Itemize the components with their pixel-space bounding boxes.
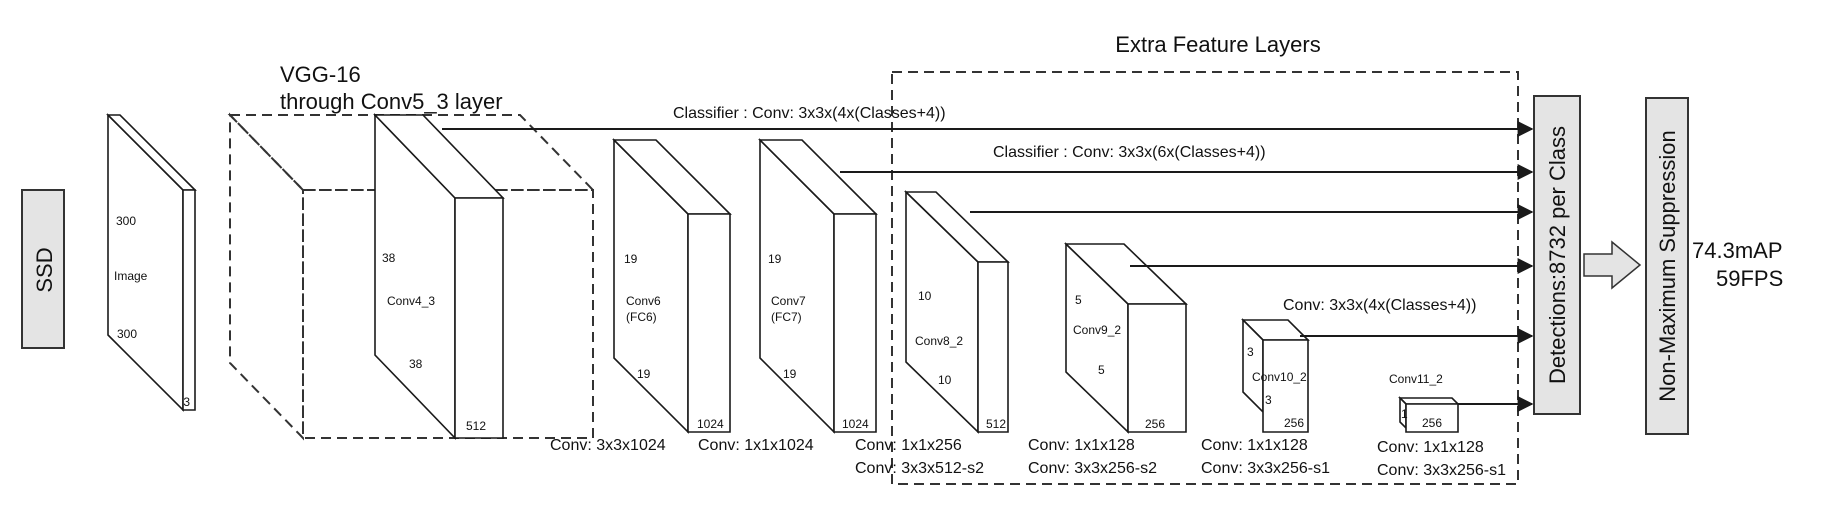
conv4-depth-label: 512 xyxy=(466,419,486,433)
ssd-label-panel: SSD xyxy=(21,189,65,349)
conv8-depth-label: 512 xyxy=(986,417,1006,431)
conv8-height-label: 10 xyxy=(918,289,932,303)
nms-panel: Non-Maximum Suppression xyxy=(1645,97,1689,435)
caption-conv10-line1: Conv: 1x1x128 xyxy=(1201,437,1308,454)
conv10-height-label: 3 xyxy=(1247,345,1254,359)
conv7-block: 19 Conv7 (FC7) 19 1024 xyxy=(758,138,878,434)
vgg16-title-line2: through Conv5_3 layer xyxy=(280,89,503,114)
classifier-label-2: Classifier : Conv: 3x3x(6x(Classes+4)) xyxy=(993,144,1266,161)
conv7-name-label: Conv7 xyxy=(771,294,806,308)
detection-arrows xyxy=(442,121,1534,412)
conv9-2-block: 5 Conv9_2 5 256 xyxy=(1064,242,1188,434)
caption-conv10-line2: Conv: 3x3x256-s1 xyxy=(1201,460,1330,477)
flow-arrow-icon xyxy=(1583,240,1642,290)
layer-captions: Conv: 3x3x1024 Conv: 1x1x1024 Conv: 1x1x… xyxy=(550,437,1506,479)
caption-conv8-line2: Conv: 3x3x512-s2 xyxy=(855,460,984,477)
image-name-label: Image xyxy=(114,269,148,283)
conv10-name-label: Conv10_2 xyxy=(1252,370,1307,384)
conv6-depth-label: 1024 xyxy=(697,417,724,431)
caption-conv9-line1: Conv: 1x1x128 xyxy=(1028,437,1135,454)
caption-conv11-line2: Conv: 3x3x256-s1 xyxy=(1377,462,1506,479)
classifier-label-1: Classifier : Conv: 3x3x(4x(Classes+4)) xyxy=(673,105,946,122)
conv9-width-label: 5 xyxy=(1098,363,1105,377)
conv7-height-label: 19 xyxy=(768,252,782,266)
conv7-name-sub-label: (FC7) xyxy=(771,310,802,324)
conv6-height-label: 19 xyxy=(624,252,638,266)
conv10-width-label: 3 xyxy=(1265,393,1272,407)
caption-conv6: Conv: 3x3x1024 xyxy=(550,437,666,454)
ssd-label: SSD xyxy=(32,247,57,292)
conv4-3-block: 38 Conv4_3 38 512 xyxy=(373,113,505,440)
extra-feature-layers-title: Extra Feature Layers xyxy=(1115,32,1320,57)
conv11-depth-label: 256 xyxy=(1422,416,1442,430)
conv9-name-label: Conv9_2 xyxy=(1073,323,1121,337)
caption-conv8-line1: Conv: 1x1x256 xyxy=(855,437,962,454)
classifier-label-3: Conv: 3x3x(4x(Classes+4)) xyxy=(1283,297,1476,314)
conv4-width-label: 38 xyxy=(409,357,423,371)
conv6-name-sub-label: (FC6) xyxy=(626,310,657,324)
image-block: 300 Image 300 3 xyxy=(106,113,197,412)
conv8-name-label: Conv8_2 xyxy=(915,334,963,348)
caption-conv9-line2: Conv: 3x3x256-s2 xyxy=(1028,460,1157,477)
extra-feature-layers-box: Extra Feature Layers xyxy=(891,32,1519,485)
detections-label: Detections:8732 per Class xyxy=(1545,126,1570,384)
conv9-height-label: 5 xyxy=(1075,293,1082,307)
result-fps-label: 59FPS xyxy=(1716,266,1783,291)
caption-conv11-line1: Conv: 1x1x128 xyxy=(1377,439,1484,456)
conv6-block: 19 Conv6 (FC6) 19 1024 xyxy=(612,138,732,434)
conv8-2-block: 10 Conv8_2 10 512 xyxy=(904,190,1010,434)
conv6-name-label: Conv6 xyxy=(626,294,661,308)
conv4-name-label: Conv4_3 xyxy=(387,294,435,308)
result-map-label: 74.3mAP xyxy=(1692,238,1783,263)
image-depth-label: 3 xyxy=(183,395,190,409)
image-width-label: 300 xyxy=(117,327,137,341)
conv10-depth-label: 256 xyxy=(1284,416,1304,430)
conv7-depth-label: 1024 xyxy=(842,417,869,431)
detections-panel: Detections:8732 per Class xyxy=(1533,95,1581,415)
conv9-depth-label: 256 xyxy=(1145,417,1165,431)
conv11-height-label: 1 xyxy=(1401,407,1408,421)
conv4-height-label: 38 xyxy=(382,251,396,265)
conv11-2-block: Conv11_2 1 256 xyxy=(1389,372,1460,433)
conv7-width-label: 19 xyxy=(783,367,797,381)
vgg16-title-line1: VGG-16 xyxy=(280,62,361,87)
image-height-label: 300 xyxy=(116,214,136,228)
conv8-width-label: 10 xyxy=(938,373,952,387)
nms-label: Non-Maximum Suppression xyxy=(1655,130,1680,401)
caption-conv7: Conv: 1x1x1024 xyxy=(698,437,814,454)
conv10-2-block: 3 Conv10_2 3 256 xyxy=(1241,318,1310,433)
conv11-name-label: Conv11_2 xyxy=(1389,372,1443,386)
conv6-width-label: 19 xyxy=(637,367,651,381)
